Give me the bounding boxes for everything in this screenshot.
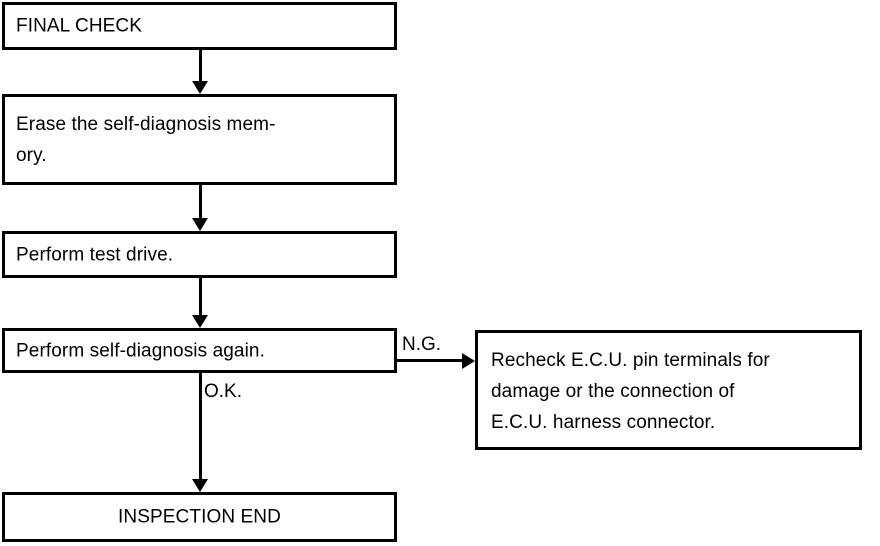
node-erase-memory: Erase the self-diagnosis mem- ory.	[2, 94, 397, 185]
node-test-drive: Perform test drive.	[2, 231, 397, 278]
edge-label-ng: N.G.	[402, 334, 442, 355]
connector-self-diagnosis-to-inspection-end-line	[199, 373, 202, 479]
edge-label-ok: O.K.	[204, 381, 243, 402]
arrow-right-icon	[462, 353, 475, 369]
node-final-check: FINAL CHECK	[2, 2, 397, 50]
arrow-down-icon	[192, 315, 208, 328]
node-inspection-end-label: INSPECTION END	[118, 506, 281, 528]
connector-erase-memory-to-test-drive-line	[199, 185, 202, 218]
connector-self-diagnosis-to-recheck-ecu-line	[397, 359, 463, 362]
arrow-down-icon	[192, 479, 208, 492]
node-self-diagnosis-again: Perform self-diagnosis again.	[2, 328, 397, 373]
connector-test-drive-to-self-diagnosis-line	[199, 278, 202, 315]
arrow-down-icon	[192, 81, 208, 94]
connector-final-check-to-erase-memory-line	[199, 50, 202, 81]
node-test-drive-label: Perform test drive.	[16, 244, 174, 265]
node-recheck-ecu-label: Recheck E.C.U. pin terminals for damage …	[491, 350, 770, 433]
node-recheck-ecu: Recheck E.C.U. pin terminals for damage …	[475, 330, 862, 450]
node-final-check-label: FINAL CHECK	[16, 15, 143, 37]
node-inspection-end: INSPECTION END	[2, 492, 397, 542]
arrow-down-icon	[192, 218, 208, 231]
node-erase-memory-label: Erase the self-diagnosis mem- ory.	[16, 114, 276, 166]
node-self-diagnosis-again-label: Perform self-diagnosis again.	[16, 340, 265, 361]
